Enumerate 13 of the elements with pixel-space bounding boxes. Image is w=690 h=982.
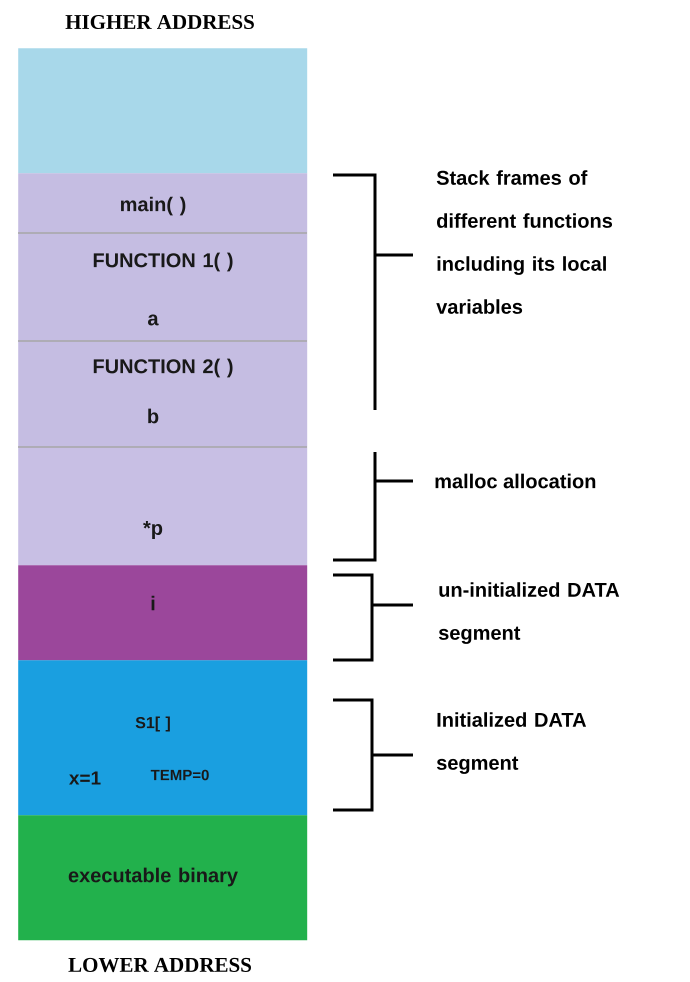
memory-segment [18, 48, 308, 174]
memory-segment: *p [18, 446, 308, 566]
segment-label: Initialized DATA segment [436, 712, 586, 774]
memory-segment: FUNCTION 1( ) a [18, 232, 308, 342]
address-label: HIGHER ADDRESS [66, 14, 254, 30]
memory-segment: S1[ ] x=1 TEMP=0 [18, 660, 308, 816]
memory-segment: executable binary [18, 815, 308, 940]
segment-label: malloc allocation [436, 474, 596, 488]
memory-segment: main( ) [18, 173, 308, 234]
memory-segment: FUNCTION 2( ) b [18, 340, 308, 448]
segment-label: un-initialized DATA segment [438, 582, 620, 644]
segment-label: Stack frames of different functions including its local variables [436, 170, 612, 314]
memory-segment: i [18, 565, 308, 660]
